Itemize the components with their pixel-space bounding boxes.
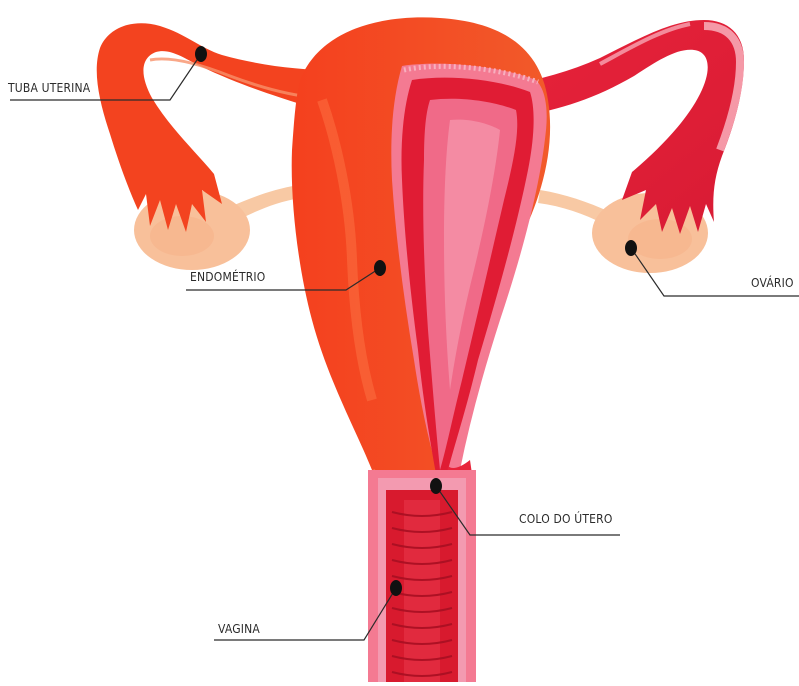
label-ovario: OVÁRIO <box>751 276 794 290</box>
label-tuba-uterina: TUBA UTERINA <box>8 81 90 95</box>
marker-dot <box>390 580 402 596</box>
marker-dot <box>430 478 442 494</box>
label-vagina: VAGINA <box>218 622 260 636</box>
marker-dot <box>625 240 637 256</box>
vagina <box>368 470 476 682</box>
label-colo-do-utero: COLO DO ÚTERO <box>519 512 613 526</box>
marker-dot <box>195 46 207 62</box>
marker-dot <box>374 260 386 276</box>
label-endometrio: ENDOMÉTRIO <box>190 270 265 284</box>
